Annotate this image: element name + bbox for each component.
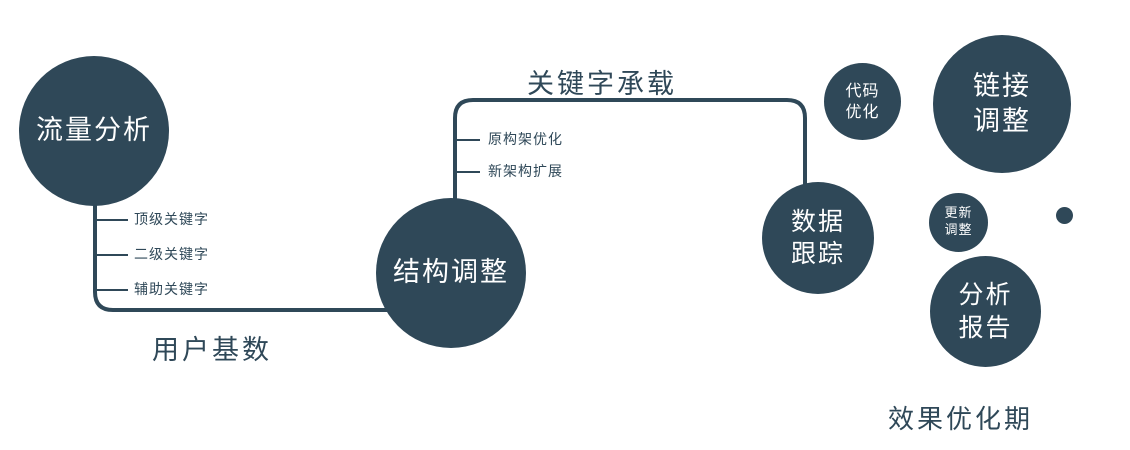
node-analysis-report-line2: 报告	[958, 312, 1013, 342]
caption-effect-optimization-period: 效果优化期	[888, 405, 1034, 435]
edge-structure-to-tracking	[453, 98, 807, 260]
edge-traffic-to-structure	[93, 140, 440, 312]
node-link-adjustment-line2: 调整	[973, 106, 1031, 137]
dot-marker	[1056, 207, 1073, 224]
node-update-adjustment: 更新 调整	[929, 193, 988, 252]
node-analysis-report-line1: 分析	[958, 280, 1013, 309]
node-structure-adjust-label: 结构调整	[393, 257, 509, 289]
edge-label-keyword-carrying: 关键字承载	[527, 69, 677, 100]
edge-label-user-base: 用户基数	[152, 335, 272, 366]
node-data-tracking: 数据 跟踪	[762, 182, 874, 294]
node-code-optimization-line2: 优化	[845, 101, 880, 121]
node-traffic-analysis-label: 流量分析	[36, 115, 152, 147]
node-traffic-analysis: 流量分析	[19, 56, 169, 206]
branch-label-secondary-keywords: 二级关键字	[134, 247, 209, 263]
branch-label-top-keywords: 顶级关键字	[134, 212, 209, 228]
node-data-tracking-line1: 数据	[790, 206, 845, 236]
branch-label-original-architecture: 原构架优化	[488, 132, 563, 148]
node-link-adjustment-line1: 链接	[973, 70, 1031, 102]
node-data-tracking-line2: 跟踪	[790, 239, 845, 268]
branch-label-new-architecture: 新架构扩展	[488, 164, 563, 180]
branch-label-auxiliary-keywords: 辅助关键字	[134, 282, 209, 298]
node-update-adjustment-line2: 调整	[944, 222, 973, 238]
node-link-adjustment: 链接 调整	[933, 35, 1071, 173]
node-structure-adjust: 结构调整	[376, 198, 526, 348]
node-code-optimization: 代码 优化	[824, 63, 901, 140]
node-analysis-report: 分析 报告	[930, 256, 1041, 367]
node-code-optimization-line1: 代码	[845, 80, 880, 100]
node-update-adjustment-line1: 更新	[944, 205, 973, 221]
